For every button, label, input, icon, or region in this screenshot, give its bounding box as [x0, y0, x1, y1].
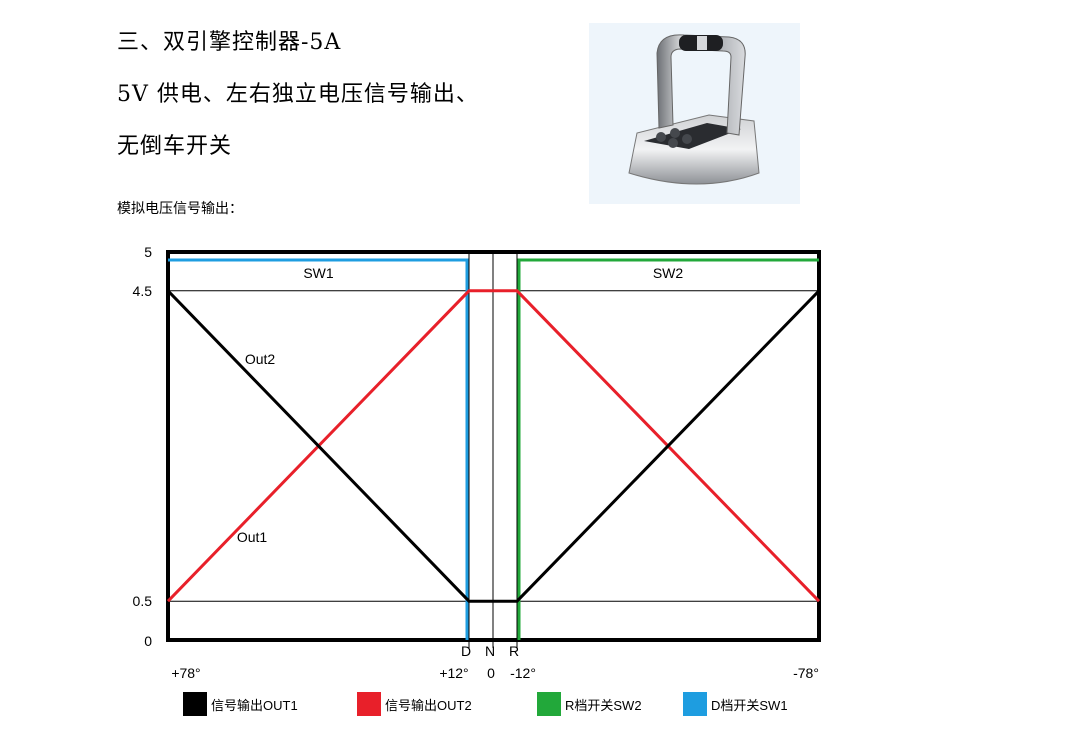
gear-marker-r: R	[509, 643, 519, 659]
section-title: 三、双引擎控制器-5A	[117, 30, 342, 55]
switch-line-sw2	[517, 258, 819, 640]
gear-marker-d: D	[461, 643, 471, 659]
x-tick-label: -12°	[510, 665, 536, 681]
legend-item: R档开关SW2	[537, 692, 642, 716]
switch-description: 无倒车开关	[117, 134, 233, 159]
series-label-out2: Out2	[245, 351, 276, 367]
x-tick-label: +78°	[171, 665, 200, 681]
supply-description: 5V 供电、左右独立电压信号输出、	[117, 82, 479, 107]
y-tick-label: 0	[144, 633, 152, 649]
y-tick-label: 5	[144, 244, 152, 260]
legend-swatch	[357, 692, 381, 716]
legend-swatch	[183, 692, 207, 716]
switch-label-sw1: SW1	[303, 265, 334, 281]
legend-item: 信号输出OUT1	[183, 692, 298, 716]
x-tick-label: -78°	[793, 665, 819, 681]
chart-series-lines	[166, 289, 821, 603]
analog-output-caption: 模拟电压信号输出：	[117, 201, 243, 217]
legend-label: R档开关SW2	[565, 697, 642, 713]
x-tick-label: +12°	[439, 665, 468, 681]
dual-engine-throttle-lever-photo	[589, 23, 800, 204]
chart-grid	[166, 250, 821, 648]
legend-item: 信号输出OUT2	[357, 692, 472, 716]
legend-item: D档开关SW1	[683, 692, 788, 716]
chart-legend: 信号输出OUT1 信号输出OUT2 R档开关SW2 D档开关SW1	[183, 692, 863, 720]
y-tick-label: 0.5	[133, 593, 153, 609]
x-tick-label: 0	[487, 665, 495, 681]
series-line-out2	[166, 289, 821, 603]
legend-swatch	[683, 692, 707, 716]
switch-label-sw2: SW2	[653, 265, 684, 281]
chart-switch-lines	[168, 258, 819, 640]
legend-swatch	[537, 692, 561, 716]
legend-label: 信号输出OUT1	[211, 697, 298, 713]
legend-label: 信号输出OUT2	[385, 697, 472, 713]
legend-label: D档开关SW1	[711, 697, 788, 713]
switch-line-sw1	[168, 258, 469, 640]
gear-marker-n: N	[485, 643, 495, 659]
series-label-out1: Out1	[237, 529, 268, 545]
y-tick-label: 4.5	[133, 283, 153, 299]
